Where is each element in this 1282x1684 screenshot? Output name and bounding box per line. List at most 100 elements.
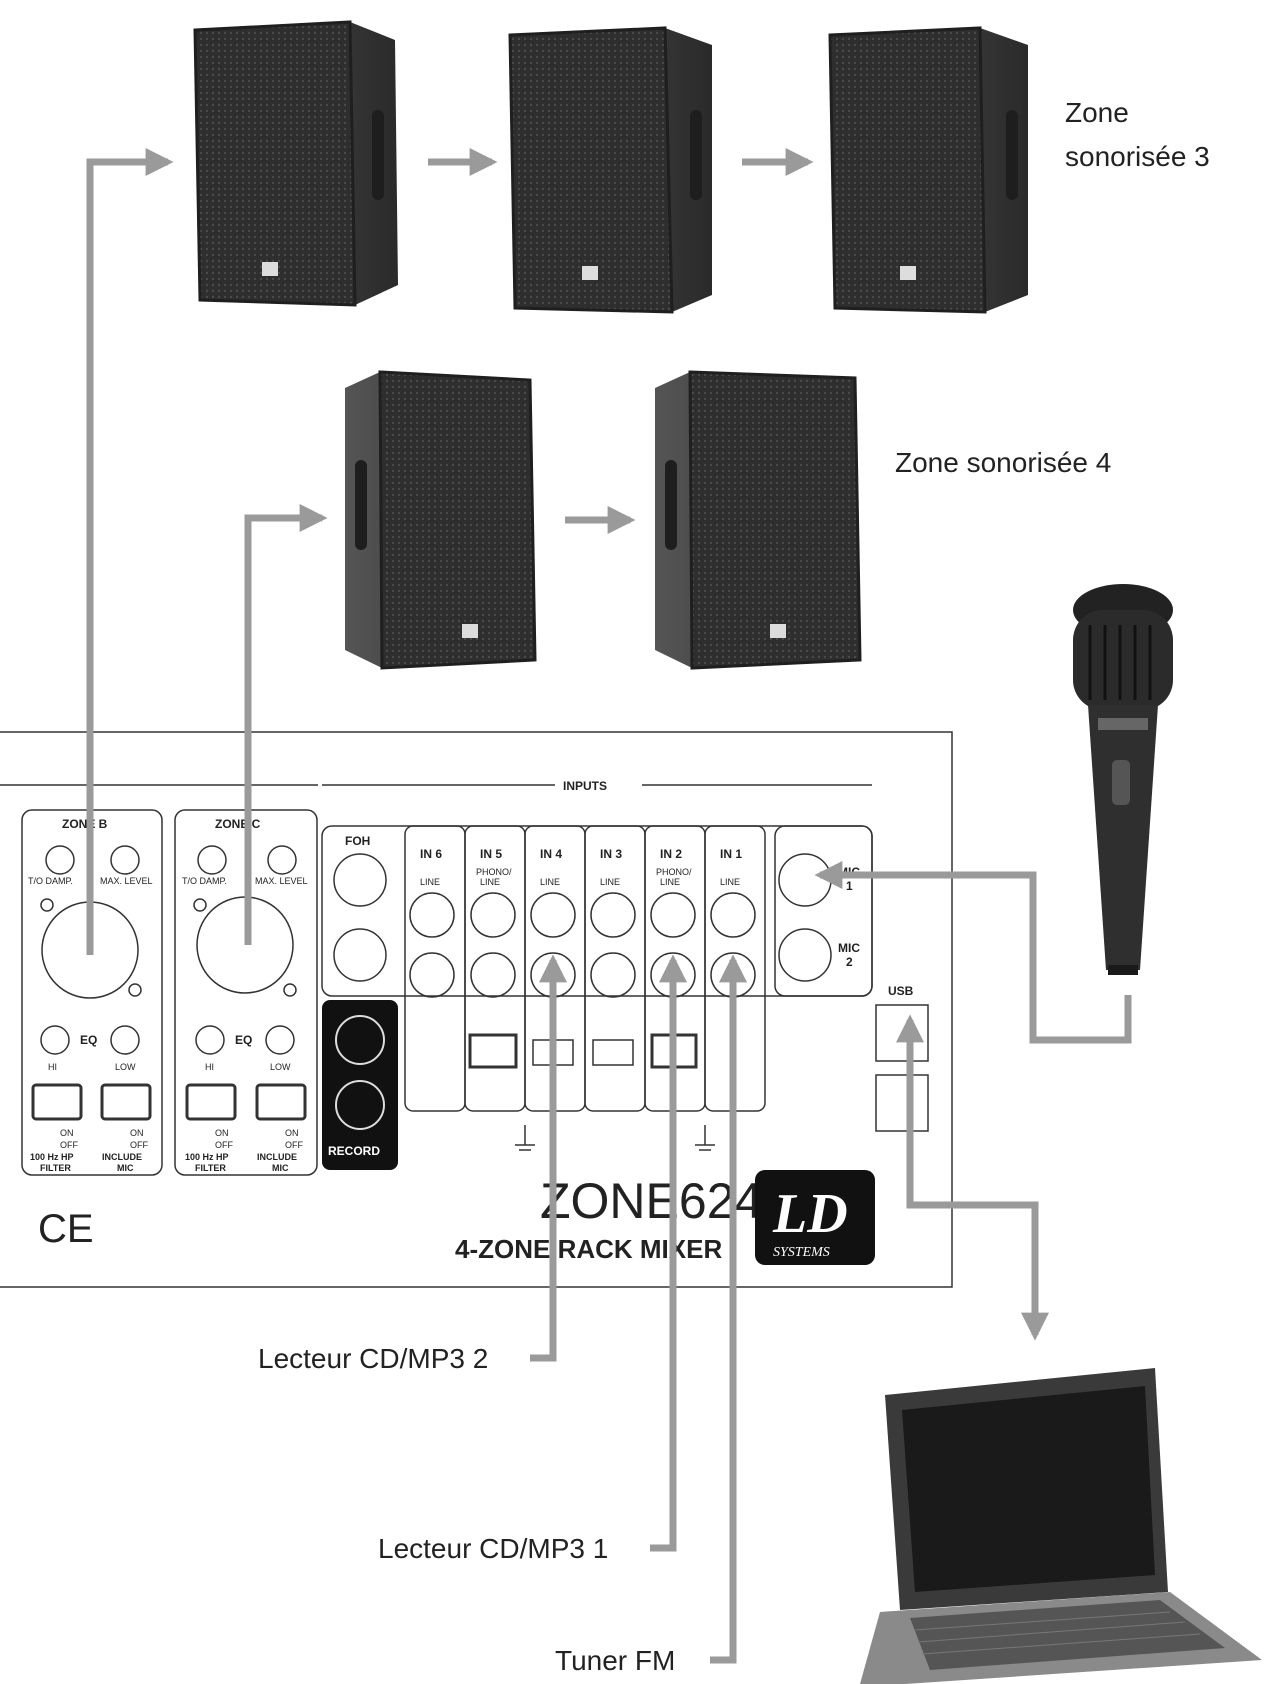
eq-label-b: EQ bbox=[80, 1033, 97, 1047]
in4-jack-l[interactable] bbox=[530, 892, 576, 938]
foh-jack-l[interactable] bbox=[333, 853, 387, 907]
in5-label: IN 5 bbox=[480, 847, 502, 861]
max-level-label-c: MAX. LEVEL bbox=[255, 876, 308, 886]
signal-arrows bbox=[86, 148, 1132, 1664]
ld-badge-icon bbox=[462, 624, 478, 638]
in3-line-label: LINE bbox=[600, 877, 620, 887]
laptop bbox=[860, 1368, 1262, 1684]
ground-icon bbox=[515, 1125, 715, 1151]
in5-jack-r[interactable] bbox=[470, 952, 516, 998]
in3-label: IN 3 bbox=[600, 847, 622, 861]
logo-text: LD bbox=[772, 1183, 848, 1245]
include-label-c2: MIC bbox=[272, 1163, 289, 1173]
off-label-b2: OFF bbox=[130, 1140, 148, 1150]
arrow-mic bbox=[814, 861, 1132, 1044]
hp-filter-label-b1: 100 Hz HP bbox=[30, 1152, 74, 1162]
ld-systems-logo: LD SYSTEMS bbox=[755, 1170, 875, 1265]
eq-hi-knob-b[interactable] bbox=[40, 1025, 70, 1055]
indicator-icon bbox=[193, 898, 207, 912]
arrow-cd1 bbox=[650, 954, 687, 1552]
include-label-b2: MIC bbox=[117, 1163, 134, 1173]
ld-badge-icon bbox=[770, 624, 786, 638]
in3-usb-line-switch[interactable] bbox=[592, 1039, 634, 1066]
zone-c-label: ZONE C bbox=[215, 817, 261, 831]
speaker-zone4-2 bbox=[655, 370, 862, 670]
max-level-label-b: MAX. LEVEL bbox=[100, 876, 153, 886]
in5-phono-line-switch[interactable] bbox=[468, 1033, 518, 1069]
in2-jack-l[interactable] bbox=[650, 892, 696, 938]
on-label-c1: ON bbox=[215, 1128, 229, 1138]
eq-label-c: EQ bbox=[235, 1033, 252, 1047]
in3-jack-r[interactable] bbox=[590, 952, 636, 998]
in6-jack-l[interactable] bbox=[409, 892, 455, 938]
logo-subtext: SYSTEMS bbox=[773, 1245, 830, 1260]
in2-phono-label: PHONO/ bbox=[656, 867, 692, 877]
source-cd1-label: Lecteur CD/MP3 1 bbox=[378, 1533, 608, 1564]
in4-line-label: LINE bbox=[540, 877, 560, 887]
record-jack-l[interactable] bbox=[335, 1015, 385, 1065]
include-mic-switch-b[interactable] bbox=[100, 1083, 152, 1121]
in5-phono-label: PHONO/ bbox=[476, 867, 512, 877]
in1-label: IN 1 bbox=[720, 847, 742, 861]
include-label-c1: INCLUDE bbox=[257, 1152, 297, 1162]
record-label: RECORD bbox=[328, 1144, 380, 1158]
arrow-cd2 bbox=[530, 954, 567, 1362]
in6-jack-r[interactable] bbox=[409, 952, 455, 998]
in2-line-label: LINE bbox=[660, 877, 680, 887]
model-subtitle: 4-ZONE RACK MIXER bbox=[455, 1234, 722, 1264]
inputs-header: INPUTS bbox=[563, 779, 607, 793]
td-damp-knob-b[interactable] bbox=[45, 845, 75, 875]
indicator-icon bbox=[40, 898, 54, 912]
in1-line-label: LINE bbox=[720, 877, 740, 887]
off-label-b1: OFF bbox=[60, 1140, 78, 1150]
in6-line-label: LINE bbox=[420, 877, 440, 887]
td-damp-knob-c[interactable] bbox=[197, 845, 227, 875]
hp-filter-switch-c[interactable] bbox=[185, 1083, 237, 1121]
max-level-knob-c[interactable] bbox=[267, 845, 297, 875]
on-label-c2: ON bbox=[285, 1128, 299, 1138]
microphone bbox=[1073, 584, 1173, 975]
td-damp-label-c: T/O DAMP. bbox=[182, 876, 227, 886]
on-label-b1: ON bbox=[60, 1128, 74, 1138]
indicator-icon bbox=[283, 983, 297, 997]
eq-hi-knob-c[interactable] bbox=[195, 1025, 225, 1055]
foh-label: FOH bbox=[345, 834, 370, 848]
usb-port-a[interactable] bbox=[875, 1004, 929, 1062]
mic2-jack[interactable] bbox=[778, 928, 832, 982]
speaker-zone4-1 bbox=[345, 370, 537, 670]
source-tuner-label: Tuner FM bbox=[555, 1645, 675, 1676]
ld-badge-icon bbox=[262, 262, 278, 276]
eq-low-knob-b[interactable] bbox=[110, 1025, 140, 1055]
model-name: ZONE624 bbox=[540, 1173, 762, 1229]
speaker-zone3-2 bbox=[508, 26, 712, 314]
arrow-zone-c bbox=[244, 504, 328, 945]
low-label-b: LOW bbox=[115, 1062, 136, 1072]
zone3-label-line2: sonorisée 3 bbox=[1065, 141, 1210, 172]
zone4-label: Zone sonorisée 4 bbox=[895, 447, 1111, 478]
include-mic-switch-c[interactable] bbox=[255, 1083, 307, 1121]
in6-label: IN 6 bbox=[420, 847, 442, 861]
indicator-icon bbox=[128, 983, 142, 997]
ld-badge-icon bbox=[900, 266, 916, 280]
in1-jack-l[interactable] bbox=[710, 892, 756, 938]
hp-filter-switch-b[interactable] bbox=[31, 1083, 83, 1121]
in3-jack-l[interactable] bbox=[590, 892, 636, 938]
mic2-label: MIC bbox=[838, 941, 860, 955]
in5-jack-l[interactable] bbox=[470, 892, 516, 938]
hp-filter-label-b2: FILTER bbox=[40, 1163, 71, 1173]
arrow-tuner bbox=[710, 954, 747, 1664]
max-level-knob-b[interactable] bbox=[110, 845, 140, 875]
mic1-jack[interactable] bbox=[778, 853, 832, 907]
speaker-chain-arrows bbox=[428, 148, 814, 534]
include-label-b1: INCLUDE bbox=[102, 1152, 142, 1162]
hp-filter-label-c2: FILTER bbox=[195, 1163, 226, 1173]
zone-b-label: ZONE B bbox=[62, 817, 108, 831]
low-label-c: LOW bbox=[270, 1062, 291, 1072]
mic2-number: 2 bbox=[846, 955, 853, 969]
speaker-zone3-3 bbox=[828, 26, 1028, 314]
record-jack-r[interactable] bbox=[335, 1080, 385, 1130]
eq-low-knob-c[interactable] bbox=[265, 1025, 295, 1055]
in2-label: IN 2 bbox=[660, 847, 682, 861]
foh-jack-r[interactable] bbox=[333, 928, 387, 982]
usb-port-b[interactable] bbox=[875, 1074, 929, 1132]
